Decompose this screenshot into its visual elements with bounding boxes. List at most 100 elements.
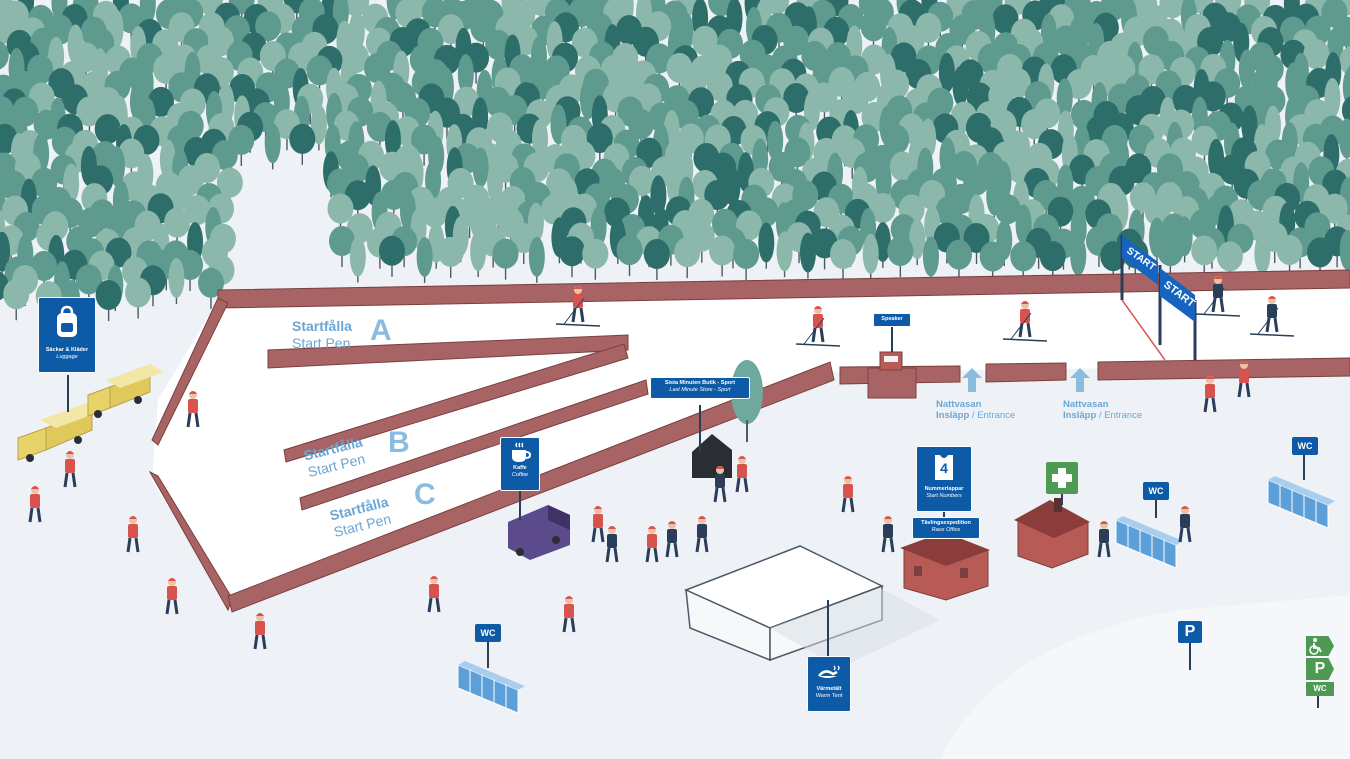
race-office-building <box>900 510 990 601</box>
portable-toilet-roof <box>1116 516 1135 525</box>
start-banner-1 <box>1122 235 1158 285</box>
person <box>1097 521 1111 558</box>
pen-b-letter: B <box>388 426 410 459</box>
tree <box>862 233 879 280</box>
luggage-sign-en: Luggage <box>56 354 78 360</box>
people <box>28 276 1295 650</box>
warm-tent-icon <box>818 665 840 678</box>
entrance-arrow-1 <box>962 368 982 392</box>
wc-sign-middle[interactable]: WC <box>1143 482 1169 500</box>
wc-sign-bottom[interactable]: WC <box>475 624 501 642</box>
store-sign-sv: Sista Minuten Butik - Sport <box>664 380 736 386</box>
person <box>1237 361 1251 398</box>
tree <box>328 226 355 268</box>
tree <box>733 239 760 281</box>
entrance-arrows <box>962 368 1090 392</box>
coffee-cup-icon <box>512 442 532 462</box>
tree <box>0 40 9 70</box>
portable-toilet-roof <box>1304 491 1323 500</box>
person <box>605 526 619 563</box>
accessible-direction-sign <box>1306 636 1334 656</box>
wc-direction-sign: WC <box>1306 682 1334 696</box>
toilet-blocks <box>457 476 1335 714</box>
tree <box>378 235 405 277</box>
entrance-label-1: Nattvasan Insläpp / Entrance <box>936 399 1015 421</box>
coffee-sign-sv: Kaffe <box>513 465 527 471</box>
wheelchair-icon <box>1309 638 1322 655</box>
start-numbers-sign[interactable]: 4 Nummerlappar Start Numbers <box>916 446 972 512</box>
tree <box>582 238 609 280</box>
medical-building <box>1014 492 1090 569</box>
entrance-2-sv: Insläpp <box>1063 410 1097 421</box>
person <box>841 476 855 513</box>
portable-toilet-roof <box>1140 526 1159 535</box>
store-sign[interactable]: Sista Minuten Butik - Sport Last Minute … <box>650 377 750 399</box>
person <box>695 516 709 553</box>
pen-a-label: Startfålla Start Pen <box>292 318 352 351</box>
coffee-sign[interactable]: Kaffe Coffee <box>500 437 540 491</box>
parking-sign[interactable]: P <box>1178 621 1202 643</box>
portable-toilet-roof <box>494 676 513 685</box>
race-office-sign[interactable]: Tävlingsexpedition Race Office <box>912 517 980 539</box>
tree <box>528 236 545 283</box>
snow-field <box>940 595 1350 759</box>
tree <box>95 280 122 322</box>
person <box>645 526 659 563</box>
skier <box>1002 301 1048 342</box>
forest <box>0 0 1350 326</box>
portable-toilet-roof <box>458 661 477 670</box>
portable-toilet-roof <box>482 671 501 680</box>
start-numbers-sign-sv: Nummerlappar <box>924 486 964 492</box>
race-office-sign-en: Race Office <box>931 527 961 533</box>
portable-toilet-roof <box>506 681 525 690</box>
portable-toilet-roof <box>1280 481 1299 490</box>
portable-toilet-roof <box>1292 486 1311 495</box>
tree <box>709 235 736 277</box>
person <box>1203 376 1217 413</box>
coffee-van <box>508 490 570 560</box>
tree <box>758 222 775 269</box>
pen-c-fence <box>299 379 649 511</box>
tree <box>874 222 891 269</box>
wc-sign-right[interactable]: WC <box>1292 437 1318 455</box>
tree <box>559 236 586 278</box>
portable-toilet <box>1315 499 1329 529</box>
direction-sign-stack[interactable]: P WC <box>1306 636 1334 696</box>
luggage-sign[interactable]: Säckar & Kläder Luggage <box>38 297 96 373</box>
speaker-sign[interactable]: Speaker <box>873 313 911 327</box>
skier <box>795 306 841 347</box>
tree <box>470 231 487 278</box>
start-pen-area <box>152 278 1350 604</box>
entrance-2-separator: / <box>1096 410 1105 421</box>
tree <box>197 267 224 309</box>
tree <box>830 238 857 280</box>
tree <box>125 277 152 319</box>
person <box>126 516 140 553</box>
entrance-1-event: Nattvasan <box>936 399 982 410</box>
store-tent <box>692 360 763 478</box>
pen-b-fence <box>283 343 629 463</box>
tree <box>1339 46 1350 76</box>
person <box>427 576 441 613</box>
tree <box>168 258 185 305</box>
person <box>591 506 605 543</box>
tree <box>289 123 316 165</box>
tree <box>349 236 366 283</box>
tree <box>264 123 281 170</box>
start-number-digit: 4 <box>940 460 948 476</box>
person <box>665 521 679 558</box>
tree <box>887 235 914 277</box>
portable-toilet-roof <box>1152 531 1171 540</box>
warm-tent-sign-en: Warm Tent <box>815 693 843 699</box>
pen-c-letter: C <box>414 478 436 511</box>
tree <box>492 238 519 280</box>
person <box>28 486 42 523</box>
warm-tent-sign[interactable]: Värmetält Warm Tent <box>807 656 851 712</box>
right-fence-2 <box>985 362 1067 383</box>
tree <box>674 237 701 279</box>
portable-toilet-roof <box>1164 536 1183 545</box>
pen-a-letter: A <box>370 314 392 347</box>
person <box>713 466 727 503</box>
medical-sign[interactable] <box>1046 462 1078 494</box>
